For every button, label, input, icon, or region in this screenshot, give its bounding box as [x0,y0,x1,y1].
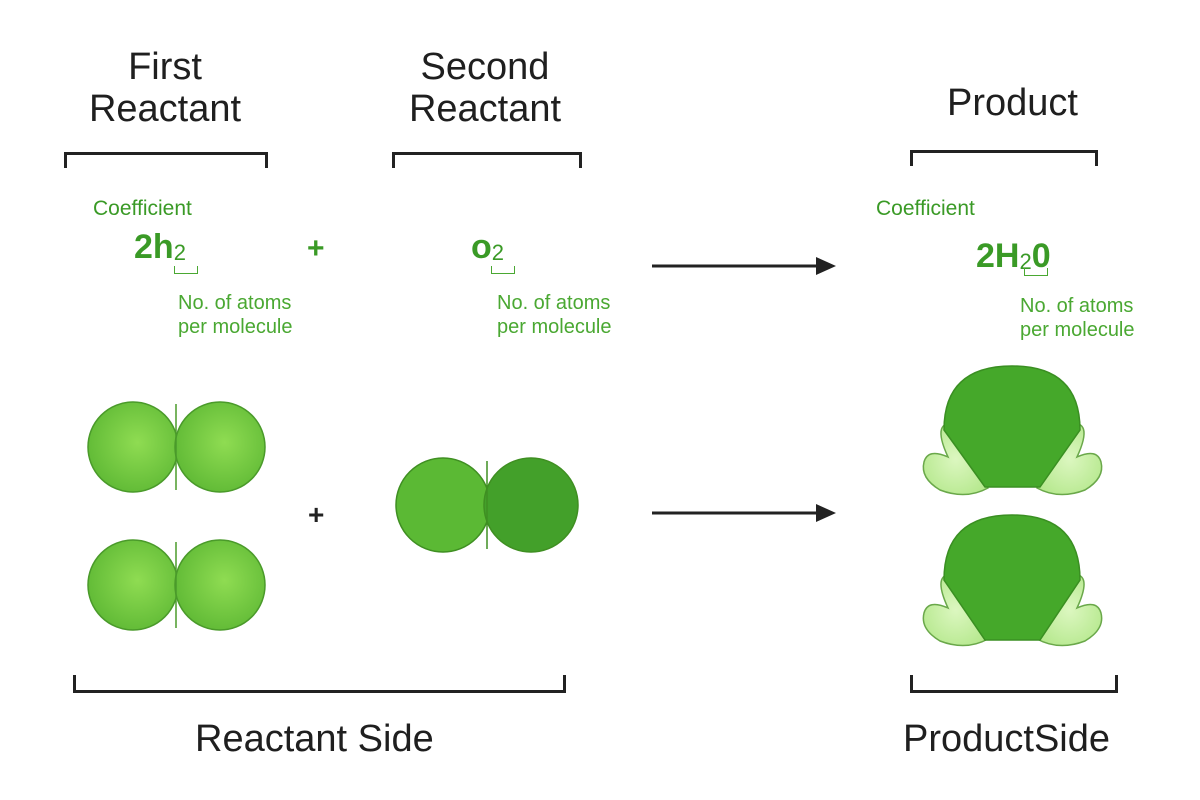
atoms-label-line: per molecule [1020,319,1135,341]
product-formula-post: 0 [1031,237,1051,275]
product-heading: Product [947,82,1078,124]
atoms-label-line: per molecule [497,316,612,338]
product-formula: 2H20 [976,237,1051,276]
reactant-side-bracket [73,675,566,693]
heading-line: First [128,46,202,88]
hydrogen-molecule [87,539,266,631]
atoms-label-line: No. of atoms [497,292,611,314]
product-coefficient-label: Coefficient [876,197,975,220]
second-reactant-formula: o2 [471,228,504,267]
first-subscript-bracket [174,266,198,274]
second-reactant-heading: Second Reactant [380,46,590,130]
water-molecule [922,514,1103,647]
first-coefficient-label: Coefficient [93,197,192,220]
second-reactant-bracket [392,152,582,168]
reactant-side-label: Reactant Side [195,718,434,760]
product-side-bracket [910,675,1118,693]
product-bracket [910,150,1098,166]
first-atoms-label: No. of atoms per molecule [178,291,293,339]
atoms-label-line: No. of atoms [178,292,292,314]
product-atoms-label: No. of atoms per molecule [1020,294,1135,342]
heading-line: Second [420,46,550,88]
second-atoms-label: No. of atoms per molecule [497,291,612,339]
first-reactant-heading: First Reactant [60,46,270,130]
atoms-label-line: No. of atoms [1020,295,1134,317]
first-subscript: 2 [173,240,186,265]
first-reactant-bracket [64,152,268,168]
first-symbol: h [152,228,174,266]
water-molecule [922,365,1103,496]
heading-line: Reactant [408,88,562,130]
second-symbol: o [471,228,492,266]
equation-plus-sign: + [307,232,325,265]
heading-line: Reactant [88,88,242,130]
second-subscript-bracket [491,266,515,274]
hydrogen-molecule [87,401,266,493]
product-side-label: ProductSide [903,718,1111,760]
first-coefficient: 2 [134,228,153,266]
second-subscript: 2 [491,240,505,265]
molecule-plus-sign: + [308,499,325,530]
product-formula-pre: 2H [976,237,1020,275]
equation-arrow [652,257,836,275]
product-subscript-bracket [1024,268,1048,276]
molecule-arrow [652,504,836,522]
first-reactant-formula: 2h2 [134,228,186,267]
atoms-label-line: per molecule [178,316,293,338]
oxygen-molecule [395,457,579,553]
product-subscript: 2 [1019,249,1032,274]
